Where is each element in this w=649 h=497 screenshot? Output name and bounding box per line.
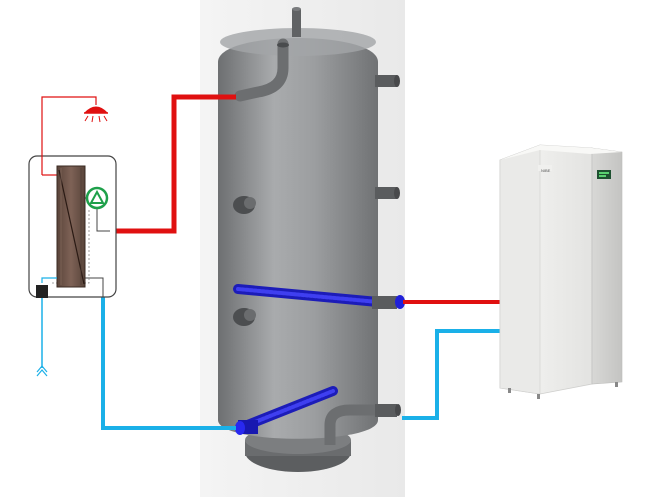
- tank-body: [218, 38, 378, 439]
- heat-pump-brand-mark: NIBE: [541, 168, 551, 173]
- exchanger-diagonal: [58, 169, 85, 285]
- cold-water-valve: [36, 285, 48, 298]
- lower-heating-coil: [235, 386, 338, 435]
- hot-water-line: [41, 96, 97, 175]
- upper-heating-coil: [233, 284, 405, 309]
- coil-connector: [372, 296, 397, 309]
- hot-supply-pipe: [110, 94, 236, 234]
- tank-bottom-outlet-pipe: [324, 404, 378, 445]
- buffer-tank: [218, 7, 405, 472]
- shower-head: [84, 106, 108, 123]
- tank-nozzle-lower-right: [375, 404, 397, 417]
- heat-pump-top: [500, 145, 622, 160]
- circulation-pump: [85, 186, 109, 210]
- tank-hot-outlet-opening: [277, 42, 289, 48]
- tank-nozzle-upper-right: [375, 75, 397, 87]
- fresh-water-station: [28, 96, 117, 377]
- display-segment: [599, 172, 609, 174]
- heat-pump-logo-bg: [538, 165, 552, 171]
- heat-pump-foot: [537, 394, 540, 399]
- stub-highlight: [244, 197, 256, 209]
- nozzle-end: [394, 75, 400, 87]
- coil-connector-end: [395, 295, 405, 309]
- heat-pump-door: [591, 147, 623, 385]
- heat-pump-return-pipe: [402, 329, 514, 420]
- tank-vent-pipe: [292, 9, 301, 37]
- tank-hot-outlet-pipe: [234, 38, 289, 102]
- nozzle-end: [395, 404, 401, 416]
- nozzle-end: [394, 187, 400, 199]
- tank-top-cap: [220, 28, 376, 56]
- heat-pump-foot: [615, 382, 618, 387]
- tank-vent-cap: [292, 7, 301, 11]
- stub-highlight: [244, 309, 256, 321]
- heat-pump-display: [597, 170, 611, 179]
- station-internal-return: [85, 277, 104, 297]
- cold-return-pipe: [101, 297, 236, 430]
- tank-nozzle-middle-right: [375, 187, 397, 199]
- lower-coil-inlet-end: [235, 421, 245, 435]
- cold-water-inlet-arrow: [36, 365, 48, 377]
- heat-pump-side: [499, 144, 541, 395]
- display-segment: [599, 175, 606, 177]
- cold-water-inlet-line: [41, 277, 57, 283]
- heat-pump-foot: [508, 388, 511, 393]
- heat-pump: [499, 144, 623, 399]
